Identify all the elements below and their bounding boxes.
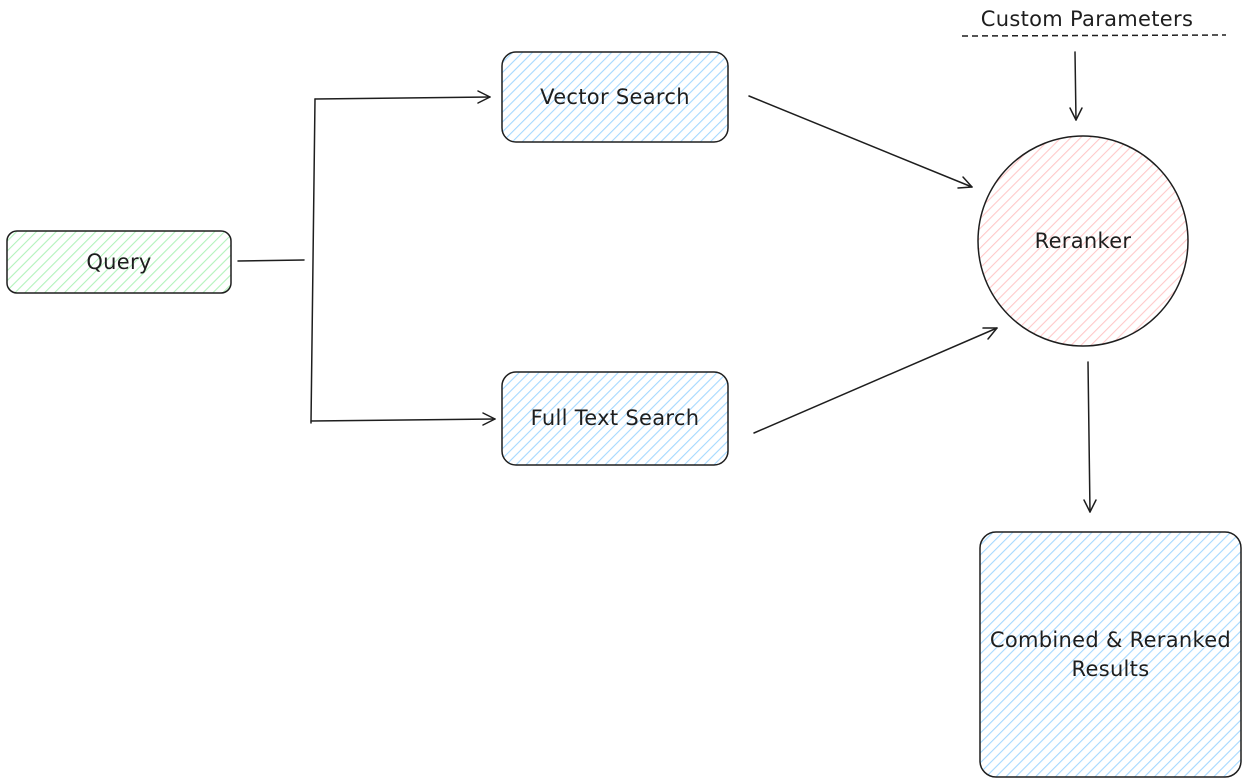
query-connector-line xyxy=(237,259,305,262)
custom-parameters-label: Custom Parameters xyxy=(980,6,1194,31)
combined-results-label-line1: Combined & Reranked xyxy=(989,627,1232,652)
custom-parameters-dashed-line xyxy=(961,34,1227,37)
arrow-params-to-reranker xyxy=(1074,51,1077,121)
arrowhead-params-to-reranker xyxy=(1069,107,1083,121)
reranker-label: Reranker xyxy=(1034,228,1132,253)
arrowhead-reranker-to-results xyxy=(1083,499,1097,513)
arrow-to-vector-search xyxy=(314,96,491,100)
arrow-reranker-to-results xyxy=(1087,361,1091,513)
combined-results-label: Combined & Reranked Results xyxy=(980,532,1241,777)
query-box[interactable] xyxy=(6,230,232,294)
arrow-vector-to-reranker xyxy=(748,95,973,188)
full-text-search-box[interactable] xyxy=(501,371,729,466)
arrowhead-vector-search xyxy=(477,90,491,104)
arrow-to-full-text-search xyxy=(310,418,496,422)
arrow-fulltext-to-reranker xyxy=(753,327,998,434)
vector-search-label: Vector Search xyxy=(540,84,690,109)
full-text-search-label: Full Text Search xyxy=(530,406,700,430)
arrowhead-vector-to-reranker xyxy=(957,176,973,189)
combined-results-label-line2: Results xyxy=(1071,656,1150,681)
arrowhead-fulltext-to-reranker xyxy=(982,327,998,340)
reranker-circle[interactable] xyxy=(977,135,1189,347)
split-vertical-line xyxy=(310,98,316,424)
arrowhead-full-text-search xyxy=(482,412,496,426)
vector-search-box[interactable] xyxy=(501,51,729,143)
combined-results-box[interactable] xyxy=(979,531,1242,778)
query-label: Query xyxy=(86,249,152,274)
